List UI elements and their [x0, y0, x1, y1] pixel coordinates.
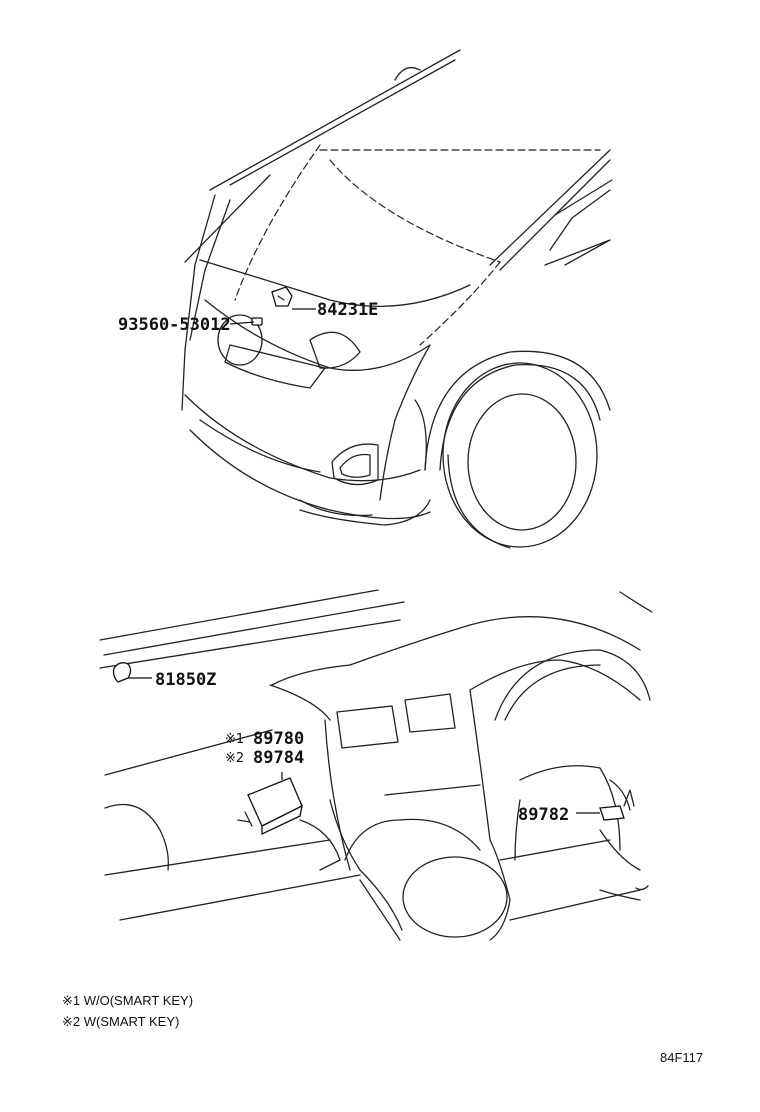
part-label-89780: 89780: [253, 729, 304, 749]
footnote-1: ※1 W/O(SMART KEY): [62, 993, 193, 1008]
dashboard-illustration: [99, 589, 653, 941]
part-label-89784: 89784: [253, 748, 304, 768]
note-mark-1: ※1: [225, 732, 244, 747]
part-label-81850z: 81850Z: [155, 670, 216, 690]
car-front-illustration: [181, 49, 613, 549]
part-label-89782: 89782: [518, 805, 569, 825]
footnote-2: ※2 W(SMART KEY): [62, 1014, 179, 1029]
note-mark-2: ※2: [225, 751, 244, 766]
part-label-93560-53012: 93560-53012: [118, 315, 231, 335]
part-label-84231e: 84231E: [317, 300, 378, 320]
illustration-code: 84F117: [660, 1050, 703, 1065]
